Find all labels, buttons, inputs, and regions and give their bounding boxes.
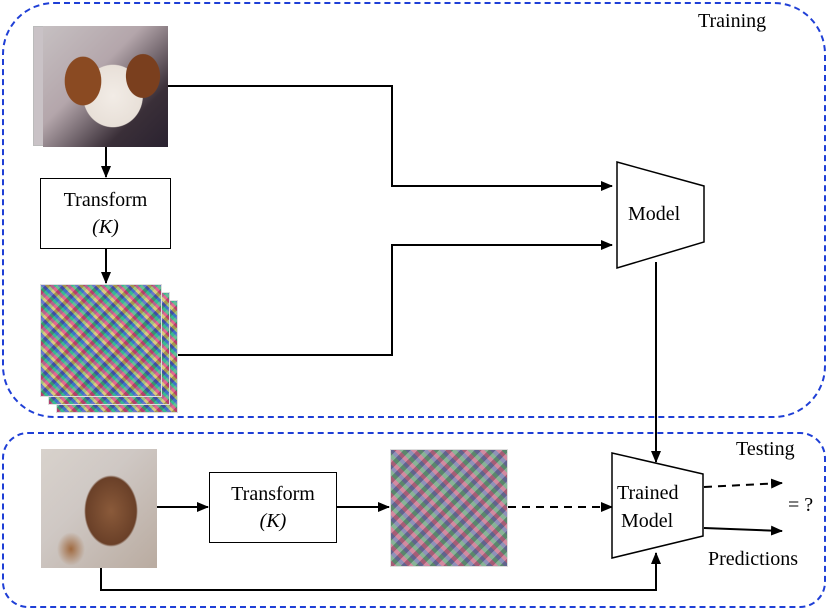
arrow-trained-to-predictions [703,525,783,536]
horse-image [41,449,157,568]
arrow-horse-to-trained [100,552,661,591]
model-label: Model [628,203,681,225]
transform-param: (K) [92,215,119,238]
trained-model-label-line1: Trained [617,482,679,504]
testing-region [2,432,826,608]
transform-label: Transform [63,188,148,211]
arrow-noise-to-model [178,240,613,356]
transform-label-testing: Transform [231,482,315,505]
trained-model-label-line2: Model [621,510,674,532]
transform-box-testing: Transform (K) [209,472,337,543]
model-shape [616,161,705,270]
arrow-dog-to-model [168,85,613,191]
training-region [2,2,826,418]
dog-image [43,26,168,147]
transform-box-training: Transform (K) [40,178,171,249]
trained-model-shape [611,452,704,559]
predictions-label: Predictions [708,548,798,570]
arrow-trained-to-unknown [703,478,783,489]
noise-image [40,284,162,397]
transform-param-testing: (K) [259,509,287,532]
testing-label: Testing [736,438,795,460]
training-label: Training [698,10,767,32]
noise-image-testing [390,449,508,567]
unknown-output-label: = ? [788,494,814,516]
